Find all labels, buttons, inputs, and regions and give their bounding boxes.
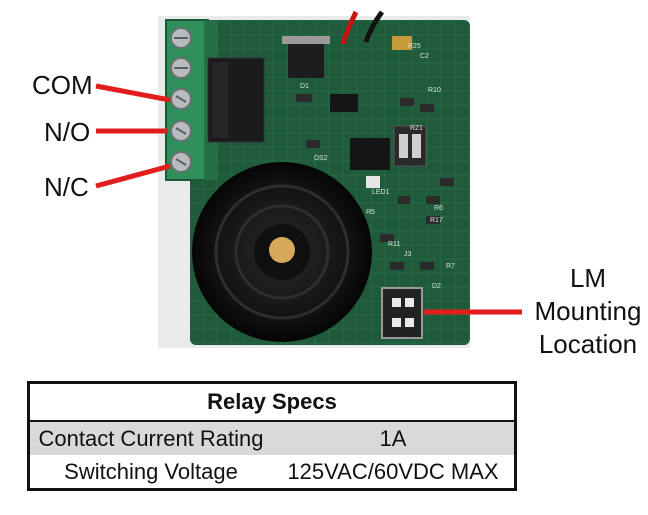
silkscreen-label: R11 (388, 241, 400, 248)
silkscreen-label: R25 (408, 43, 421, 50)
table-row: Switching Voltage 125VAC/60VDC MAX (29, 455, 516, 490)
smd-components (296, 94, 454, 270)
silkscreen-label: D1 (300, 83, 309, 90)
relay-specs-table: Relay Specs Contact Current Rating 1A Sw… (27, 381, 517, 491)
led1 (366, 176, 380, 188)
lm-label-line2: Mounting (534, 296, 642, 326)
silkscreen-label: R7 (446, 263, 455, 270)
nc-callout-line (95, 163, 171, 189)
silkscreen-label: R10 (428, 87, 441, 94)
buzzer (192, 162, 372, 342)
com-callout-line (95, 83, 171, 103)
silkscreen-label: J3 (404, 251, 412, 258)
spec-value-contact-current: 1A (272, 421, 516, 455)
capacitor-c2 (392, 36, 412, 50)
com-label: COM (32, 70, 93, 100)
nc-label: N/C (44, 172, 89, 202)
silkscreen-label: C2 (420, 53, 429, 60)
table-row: Contact Current Rating 1A (28, 421, 516, 455)
silkscreen-label: LED1 (372, 189, 390, 196)
lm-mounting-connector (381, 287, 423, 339)
silkscreen-label: D2 (432, 283, 441, 290)
buzzer-center-hole (269, 237, 295, 263)
spec-value-switching-voltage: 125VAC/60VDC MAX (287, 458, 499, 484)
silkscreen-label: R21 (410, 125, 423, 132)
no-label: N/O (44, 117, 91, 147)
silkscreen-label: R17 (430, 217, 443, 224)
spec-label-contact-current: Contact Current Rating (28, 421, 272, 455)
silkscreen-label: R5 (366, 209, 375, 216)
lm-label-line1: LM (569, 263, 607, 293)
lm-label-line3: Location (538, 329, 638, 359)
ic-chip-small (330, 94, 358, 112)
microcontroller-chip (350, 138, 390, 170)
spec-label-switching-voltage: Switching Voltage (64, 458, 238, 484)
silkscreen-label: DS2 (314, 155, 328, 162)
black-wire (363, 10, 385, 43)
lm-mounting-location-label: LM Mounting Location (530, 262, 646, 361)
relay-specs-title: Relay Specs (28, 382, 516, 422)
dip-switch (393, 125, 427, 167)
red-wire (340, 10, 359, 45)
silkscreen-label: R6 (434, 205, 443, 212)
